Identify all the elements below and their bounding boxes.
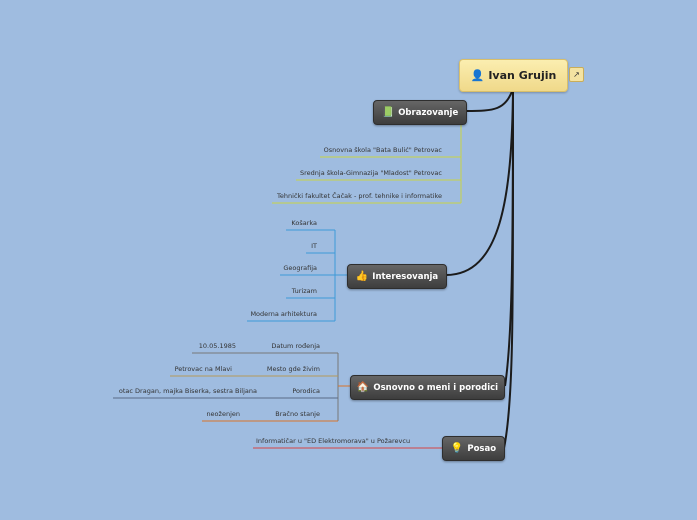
branch-job — [503, 88, 515, 449]
about-key[interactable]: Porodica — [292, 387, 320, 395]
home-icon: 🏠 — [356, 382, 370, 393]
branch-education — [465, 88, 514, 112]
topic-job-label: Posao — [467, 443, 497, 454]
about-value[interactable]: 10.05.1985 — [198, 342, 236, 350]
about-value[interactable]: Petrovac na Mlavi — [174, 365, 232, 373]
topic-about[interactable]: 🏠 Osnovno o meni i porodici — [350, 375, 505, 400]
topic-job[interactable]: 💡 Posao — [442, 436, 505, 461]
education-connectors — [272, 123, 462, 204]
root-node[interactable]: 👤 Ivan Grujin — [459, 59, 568, 92]
external-link-icon[interactable]: ↗ — [569, 67, 584, 82]
interest-item[interactable]: IT — [311, 242, 317, 250]
interest-item[interactable]: Turizam — [291, 287, 317, 295]
topic-education[interactable]: 📗 Obrazovanje — [373, 100, 467, 125]
topic-about-label: Osnovno o meni i porodici — [373, 382, 499, 393]
about-value[interactable]: otac Dragan, majka Biserka, sestra Bilja… — [118, 387, 257, 395]
interest-item[interactable]: Moderna arhitektura — [250, 310, 317, 318]
job-item[interactable]: Informatičar u "ED Elektromorava" u Poža… — [256, 437, 411, 445]
book-icon: 📗 — [381, 107, 395, 118]
education-item[interactable]: Srednja škola-Gimnazija "Mladost" Petrov… — [299, 169, 442, 177]
education-item[interactable]: Osnovna škola "Bata Bulić" Petrovac — [323, 146, 442, 154]
topic-interests[interactable]: 👍 Interesovanja — [347, 264, 447, 289]
about-value[interactable]: neoženjen — [206, 410, 240, 418]
about-connectors — [113, 352, 350, 422]
interest-item[interactable]: Geografija — [283, 264, 317, 272]
lightbulb-icon: 💡 — [450, 443, 464, 454]
about-key[interactable]: Mesto gde živim — [266, 365, 320, 373]
root-branches — [445, 88, 515, 449]
topic-education-label: Obrazovanje — [398, 107, 459, 118]
about-key[interactable]: Bračno stanje — [275, 410, 320, 418]
person-icon: 👤 — [470, 69, 485, 82]
topic-interests-label: Interesovanja — [372, 271, 439, 282]
interest-item[interactable]: Košarka — [291, 219, 317, 227]
about-key[interactable]: Datum rođenja — [271, 342, 320, 350]
interests-connectors — [247, 229, 348, 322]
education-item[interactable]: Tehnički fakultet Čačak - prof. tehnike … — [277, 192, 442, 200]
root-label: Ivan Grujin — [488, 69, 557, 82]
thumbs-up-icon: 👍 — [355, 271, 369, 282]
